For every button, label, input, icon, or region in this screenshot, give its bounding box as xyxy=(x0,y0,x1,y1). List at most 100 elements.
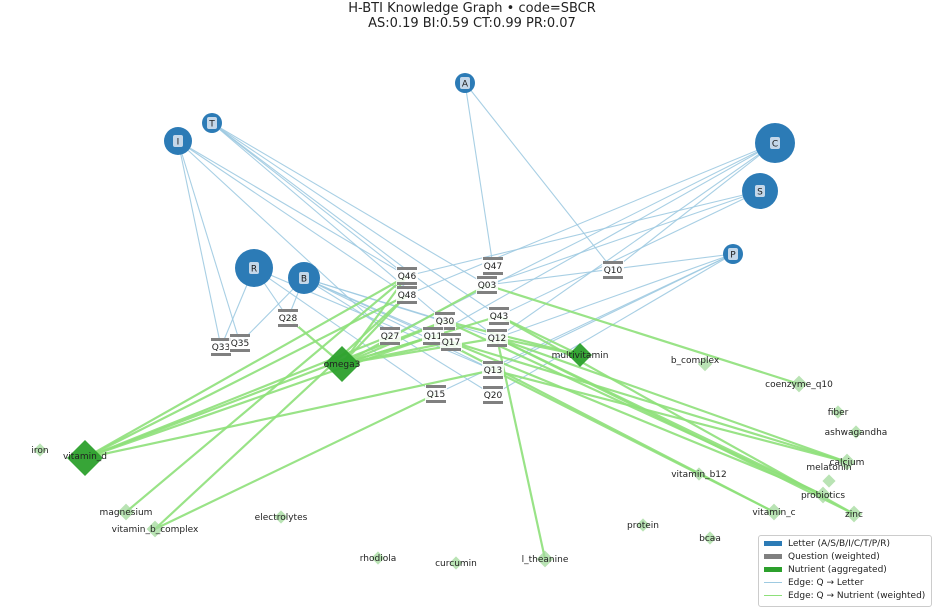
nutrient-node-vitamin-c xyxy=(765,503,783,521)
question-weight-bar-bottom-q20 xyxy=(483,401,503,404)
question-weight-bar-top-q28 xyxy=(278,309,298,312)
nutrient-node-l-theanine xyxy=(536,550,554,568)
edge-q12-to-letter-b xyxy=(303,277,498,339)
nutrient-edges-layer xyxy=(84,275,855,560)
nutrient-node-melatonin xyxy=(822,474,836,488)
question-weight-bar-bottom-q35 xyxy=(230,349,250,352)
nutrient-node-ashwagandha xyxy=(849,425,863,439)
nutrient-label-rhodiola: rhodiola xyxy=(360,554,397,564)
nutrient-label-vitamin-d: vitamin_d xyxy=(63,452,107,462)
nutrient-node-calcium xyxy=(838,453,856,471)
question-label-q30: Q30 xyxy=(436,317,455,327)
legend-swatch-edge-nutrient xyxy=(764,595,782,596)
question-weight-bar-bottom-q28 xyxy=(278,324,298,327)
letter-label-s: S xyxy=(757,188,763,198)
legend-label-edge-nutrient: Edge: Q → Nutrient (weighted) xyxy=(788,590,926,601)
nutrient-node-iron xyxy=(33,443,47,457)
nutrient-label-omega3: omega3 xyxy=(324,360,361,370)
letter-label-box-r xyxy=(249,262,259,274)
nutrient-node-vitamin-b12 xyxy=(692,467,706,481)
question-label-q33: Q33 xyxy=(212,343,231,353)
question-box-q15 xyxy=(425,385,447,403)
nutrient-node-probiotics xyxy=(814,486,832,504)
question-label-q11: Q11 xyxy=(424,332,443,342)
question-box-q28 xyxy=(277,309,299,327)
nutrient-node-protein xyxy=(636,518,650,532)
edge-q12-to-letter-c xyxy=(496,142,776,339)
graph-subtitle-scores: AS:0.19 BI:0.59 CT:0.99 PR:0.07 xyxy=(368,16,576,31)
edge-q33-to-letter-i xyxy=(177,140,222,348)
edge-q12-to-zinc xyxy=(496,337,855,515)
legend-label-nutrient: Nutrient (aggregated) xyxy=(788,564,887,575)
question-label-q28: Q28 xyxy=(279,314,298,324)
question-weight-bar-bottom-q30 xyxy=(435,327,455,330)
nutrient-label-zinc: zinc xyxy=(845,510,863,520)
letter-label-box-p xyxy=(728,248,738,260)
legend-swatch-letter xyxy=(764,541,782,546)
question-box-q20 xyxy=(482,386,504,404)
edge-q30-to-probiotics xyxy=(444,320,824,496)
nutrient-label-melatonin: melatonin xyxy=(806,463,851,473)
legend-item-edge-nutrient: Edge: Q → Nutrient (weighted) xyxy=(759,589,925,602)
edge-q48-to-vitamin-b-complex xyxy=(154,294,408,530)
edge-q12-to-letter-t xyxy=(211,122,498,339)
letter-label-box-c xyxy=(770,137,780,149)
nutrient-node-coenzyme-q10 xyxy=(790,375,808,393)
edge-q43-to-letter-t xyxy=(211,122,500,317)
question-label-q47: Q47 xyxy=(484,262,503,272)
nutrient-label-calcium: calcium xyxy=(830,458,865,468)
nutrient-node-fiber xyxy=(831,405,845,419)
edge-q46-to-magnesium xyxy=(125,275,408,513)
graph-title: H-BTI Knowledge Graph • code=SBCR xyxy=(348,1,596,16)
nutrient-nodes-layer: omega3 multivitamin b_complex coenzyme_q10f… xyxy=(31,343,887,570)
question-weight-bar-bottom-q47 xyxy=(483,272,503,275)
nutrient-label-protein: protein xyxy=(627,521,659,531)
question-label-q35: Q35 xyxy=(231,339,250,349)
nutrient-label-curcumin: curcumin xyxy=(435,559,477,569)
letter-label-i: I xyxy=(177,138,180,148)
nutrient-label-magnesium: magnesium xyxy=(100,508,153,518)
nutrient-label-electrolytes: electrolytes xyxy=(255,513,308,523)
question-box-q48 xyxy=(396,286,418,304)
edge-q03-to-omega3 xyxy=(341,284,488,365)
question-weight-bar-bottom-q48 xyxy=(397,301,417,304)
question-label-q17: Q17 xyxy=(442,338,461,348)
question-label-q46: Q46 xyxy=(398,272,417,282)
nutrient-node-curcumin xyxy=(449,556,463,570)
question-weight-bar-top-q03 xyxy=(477,276,497,279)
letter-label-box-a xyxy=(460,77,470,89)
question-box-q33 xyxy=(210,338,232,356)
question-box-q11 xyxy=(422,327,444,345)
edge-q43-to-zinc xyxy=(498,315,855,515)
legend-swatch-nutrient xyxy=(764,567,782,572)
question-box-q10 xyxy=(602,261,624,279)
question-label-q20: Q20 xyxy=(484,391,503,401)
nutrient-label-coenzyme-q10: coenzyme_q10 xyxy=(765,380,833,390)
question-box-q03 xyxy=(476,276,498,294)
nutrient-label-l-theanine: l_theanine xyxy=(522,555,569,565)
nutrient-label-fiber: fiber xyxy=(828,408,849,418)
edge-q12-to-multivitamin xyxy=(496,336,581,357)
question-weight-bar-bottom-q46 xyxy=(397,282,417,285)
nutrient-label-probiotics: probiotics xyxy=(801,491,845,501)
letter-label-box-b xyxy=(299,272,309,284)
question-weight-bar-bottom-q10 xyxy=(603,276,623,279)
question-label-q10: Q10 xyxy=(604,266,623,276)
nutrient-label-b-complex: b_complex xyxy=(671,356,720,366)
nutrient-label-multivitamin: multivitamin xyxy=(552,351,609,361)
edge-q46-to-letter-i xyxy=(177,140,408,277)
nutrient-node-electrolytes xyxy=(274,510,288,524)
letter-label-box-t xyxy=(207,117,217,129)
edge-q48-to-vitamin-d xyxy=(84,294,408,459)
question-weight-bar-top-q33 xyxy=(211,338,231,341)
edge-q27-to-letter-i xyxy=(177,140,391,337)
edge-q46-to-letter-s xyxy=(406,190,761,277)
question-label-q12: Q12 xyxy=(488,334,507,344)
question-weight-bar-top-q30 xyxy=(435,312,455,315)
letter-label-box-i xyxy=(173,135,183,147)
question-box-q13 xyxy=(482,361,504,379)
legend-swatch-edge-letter xyxy=(764,582,782,583)
question-weight-bar-top-q17 xyxy=(441,333,461,336)
letter-label-a: A xyxy=(462,80,469,90)
legend-item-question: Question (weighted) xyxy=(759,550,880,563)
